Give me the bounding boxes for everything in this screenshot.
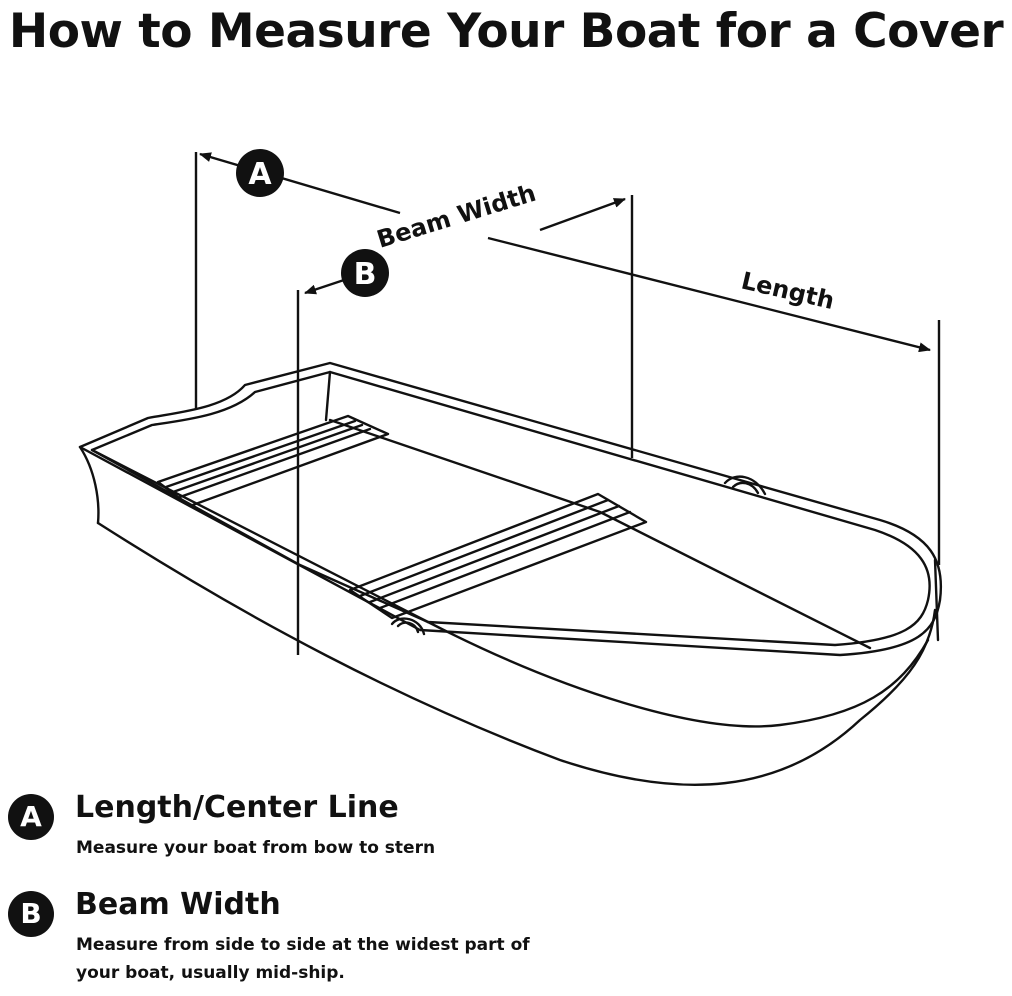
beam-arrow-segment-2 (539, 197, 626, 232)
marker-a-text: A (248, 157, 272, 192)
marker-a: A (236, 149, 284, 197)
legend-desc-beam-width: Measure from side to side at the widest … (76, 935, 530, 983)
legend-desc-length: Measure your boat from bow to stern (76, 838, 436, 858)
legend-badge-b: B (8, 891, 54, 937)
measurement-lines (194, 152, 941, 655)
length-arrow-segment-2 (487, 236, 931, 353)
legend-heading-length: Length/Center Line (75, 790, 399, 825)
legend-badge-a: A (8, 794, 54, 840)
length-label: Length (739, 267, 837, 316)
beam-width-label: Beam Width (374, 179, 540, 254)
length-arrow-segment-1 (199, 152, 401, 215)
page-title: How to Measure Your Boat for a Cover (8, 4, 1004, 59)
boat-outline (78, 361, 943, 786)
legend-heading-beam-width: Beam Width (75, 887, 281, 922)
marker-b-text: B (354, 257, 377, 292)
marker-b: B (341, 249, 389, 297)
